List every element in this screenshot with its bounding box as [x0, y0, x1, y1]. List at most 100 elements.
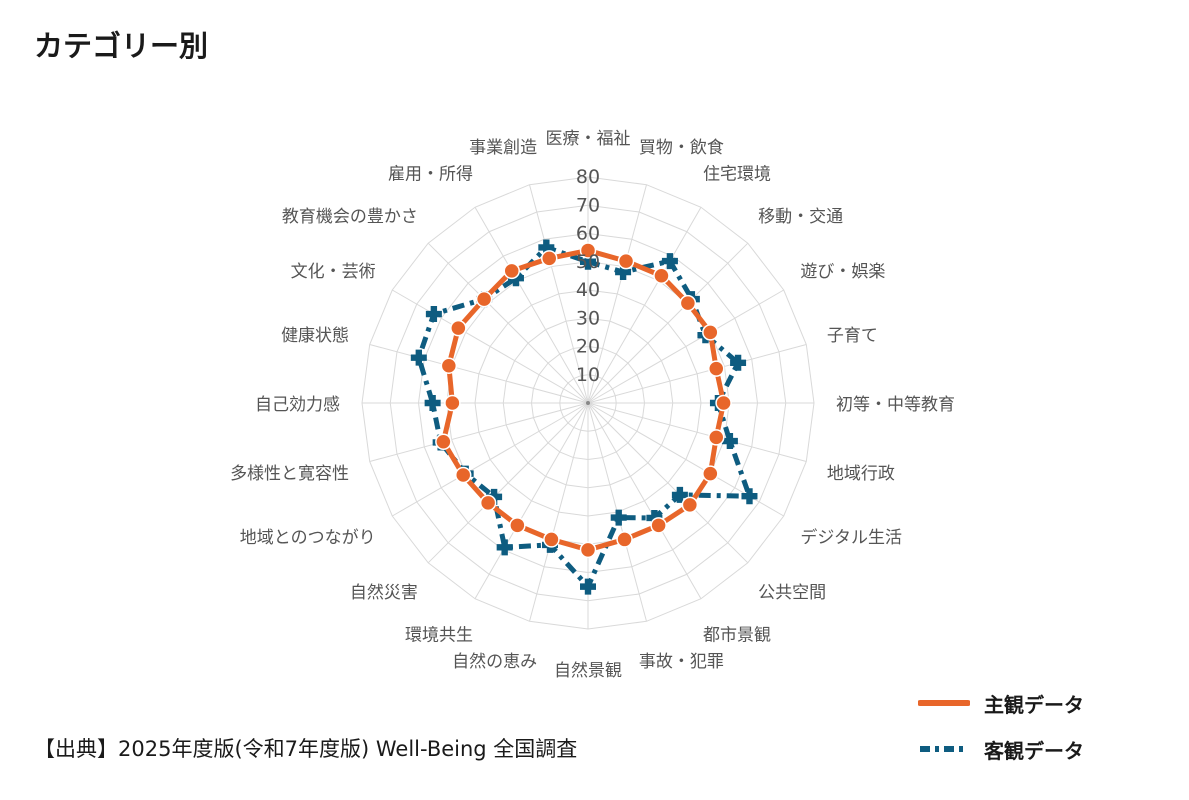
category-label: 教育機会の豊かさ [282, 207, 418, 227]
category-label: 雇用・所得 [388, 165, 473, 185]
tick-label: 50 [576, 251, 600, 273]
data-point-objective [507, 270, 524, 287]
data-point-subjective [702, 465, 719, 482]
data-point-objective [741, 488, 758, 505]
grid-spoke [587, 344, 807, 404]
category-label: 医療・福祉 [546, 129, 631, 149]
grid-spoke [529, 184, 589, 404]
grid-spoke [392, 289, 589, 404]
grid-spoke [427, 242, 589, 404]
data-point-objective [580, 578, 596, 595]
data-point-subjective [540, 250, 558, 267]
data-point-objective [424, 395, 441, 411]
chart-center [586, 401, 590, 405]
category-label: 移動・交通 [758, 207, 843, 227]
data-point-subjective [679, 294, 697, 312]
legend-label-subjective: 主観データ [984, 692, 1084, 717]
data-point-objective [730, 354, 747, 371]
tick-label: 80 [576, 166, 600, 188]
legend-swatch-subjective [918, 700, 970, 706]
data-point-subjective [653, 267, 670, 285]
tick-label: 10 [576, 364, 600, 386]
legend-item-subjective[interactable]: 主観データ [918, 680, 1084, 726]
data-point-subjective [616, 531, 633, 548]
data-point-objective [671, 486, 688, 503]
legend-label-objective: 客観データ [984, 738, 1084, 763]
data-point-subjective [440, 357, 458, 374]
grid-spoke [369, 344, 589, 404]
category-label: 自己効力感 [255, 395, 340, 415]
category-label: 環境共生 [405, 625, 473, 645]
grid-spoke [392, 402, 589, 517]
data-point-subjective [475, 290, 493, 308]
grid-spoke [427, 402, 589, 564]
grid-spoke [587, 402, 807, 462]
chart-title: カテゴリー別 [34, 29, 209, 63]
grid-spoke [369, 402, 589, 462]
data-point-subjective [708, 360, 725, 377]
tick-label: 20 [576, 336, 600, 358]
data-point-objective [721, 433, 738, 450]
category-label: 自然の恵み [452, 652, 537, 672]
data-point-subjective [450, 319, 467, 337]
grid-spoke [474, 207, 589, 404]
category-label: 子育て [827, 326, 878, 346]
grid-spoke [587, 207, 702, 404]
data-point-subjective [454, 466, 472, 484]
data-point-objective [610, 509, 627, 526]
radar-grid [361, 176, 815, 630]
category-label: 買物・飲食 [639, 138, 724, 158]
tick-label: 70 [576, 194, 600, 216]
category-label: デジタル生活 [800, 527, 902, 548]
legend: 主観データ 客観データ [918, 680, 1084, 772]
category-label: 自然景観 [554, 661, 622, 681]
category-label: 地域とのつながり [240, 528, 376, 548]
source-note: 【出典】2025年度版(令和7年度版) Well-Being 全国調査 [34, 737, 578, 761]
data-point-subjective [650, 517, 667, 534]
tick-label: 40 [576, 279, 600, 301]
grid-spoke [587, 289, 784, 404]
grid-spoke [587, 402, 702, 599]
data-point-subjective [708, 429, 725, 446]
data-point-subjective [681, 496, 699, 514]
category-label: 初等・中等教育 [836, 395, 955, 415]
data-point-subjective [543, 531, 560, 548]
category-label: 住宅環境 [703, 165, 771, 185]
data-point-objective [425, 306, 442, 323]
data-point-objective [661, 253, 678, 270]
grid-spoke [474, 402, 589, 599]
category-label: 健康状態 [281, 326, 349, 346]
data-point-subjective [617, 252, 635, 270]
grid-spoke [587, 402, 749, 564]
data-point-objective [580, 253, 596, 270]
data-point-subjective [509, 517, 526, 534]
data-point-subjective [702, 324, 719, 341]
category-label: 遊び・娯楽 [800, 262, 885, 282]
data-point-objective [615, 264, 632, 281]
category-label: 地域行政 [827, 464, 895, 484]
data-point-subjective [435, 433, 452, 451]
category-label: 多様性と寛容性 [230, 464, 349, 484]
category-labels: 医療・福祉買物・飲食住宅環境移動・交通遊び・娯楽子育て初等・中等教育地域行政デジ… [230, 129, 955, 681]
data-point-objective [646, 509, 663, 526]
category-label: 都市景観 [703, 625, 771, 645]
data-point-subjective [579, 541, 597, 559]
legend-swatch-objective [920, 746, 968, 752]
data-point-subjective [715, 394, 732, 412]
data-point-subjective [503, 262, 520, 280]
legend-item-objective[interactable]: 客観データ [918, 726, 1084, 772]
grid-spoke [529, 402, 589, 622]
category-label: 事業創造 [469, 138, 537, 158]
data-point-subjective [579, 242, 597, 259]
grid-spoke [587, 184, 647, 404]
radar-series [410, 239, 758, 595]
category-label: 文化・芸術 [291, 262, 376, 282]
category-label: 公共空間 [758, 583, 826, 603]
data-point-objective [496, 539, 513, 556]
data-point-objective [486, 488, 503, 505]
data-point-subjective [444, 394, 461, 412]
category-label: 自然災害 [350, 583, 418, 603]
tick-label: 60 [576, 223, 600, 245]
